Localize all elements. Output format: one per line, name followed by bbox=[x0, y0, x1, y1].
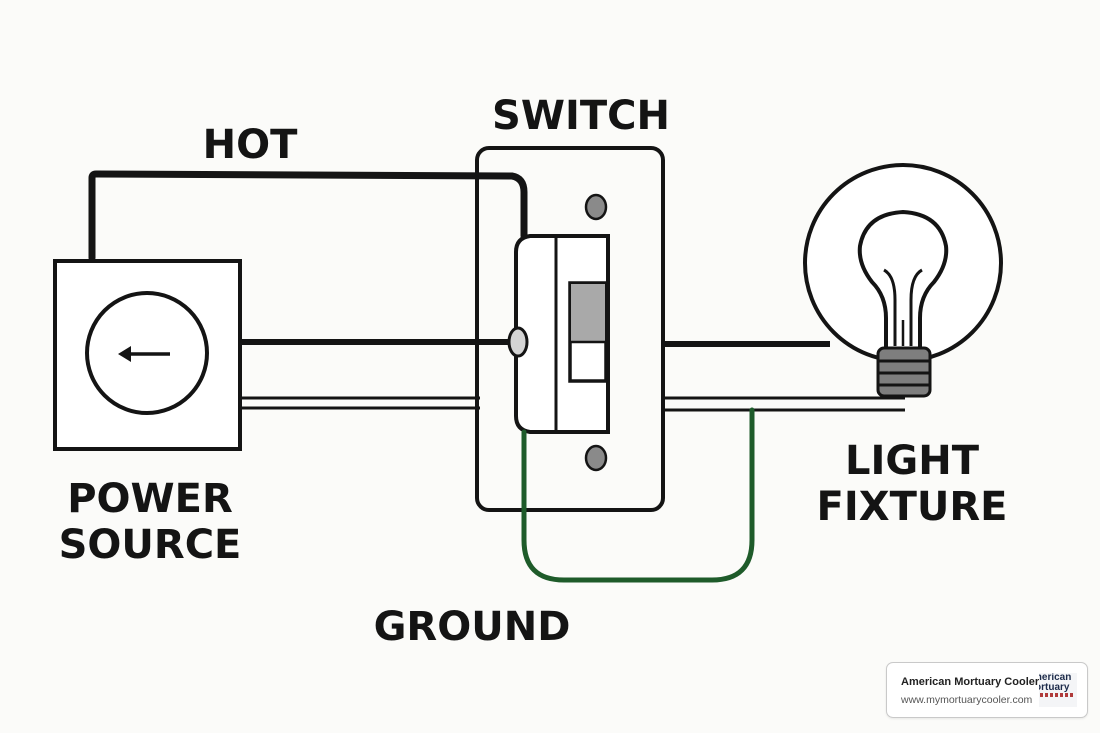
logo-line2: ortuary bbox=[1039, 682, 1070, 693]
switch-screw-top bbox=[584, 193, 608, 221]
badge-url: www.mymortuarycooler.com bbox=[901, 694, 1033, 706]
switch-label: SWITCH bbox=[492, 93, 670, 139]
switch-screw-bottom bbox=[584, 444, 608, 472]
logo-line1: merican bbox=[1039, 673, 1072, 683]
switch-plate bbox=[475, 146, 665, 512]
ground-wire bbox=[521, 407, 755, 583]
switch-body bbox=[514, 234, 610, 434]
toggle-lever bbox=[571, 284, 605, 342]
ground-label: GROUND bbox=[374, 604, 571, 650]
switch-to-light-cable bbox=[663, 341, 905, 412]
power-to-switch-cable bbox=[240, 339, 512, 410]
arrow-left-icon bbox=[118, 346, 170, 362]
light-bulb-icon bbox=[803, 163, 1003, 398]
badge-company-name: American Mortuary Coolers bbox=[901, 676, 1046, 688]
company-logo-icon: merican ortuary bbox=[1039, 673, 1077, 707]
power-source-label-line2: SOURCE bbox=[59, 522, 242, 568]
hot-wire bbox=[88, 170, 528, 262]
watermark-badge: American Mortuary Coolers www.mymortuary… bbox=[886, 662, 1088, 718]
switch-terminal-screw bbox=[507, 326, 529, 358]
light-fixture-label-line1: LIGHT bbox=[845, 438, 980, 484]
light-fixture-label-line2: FIXTURE bbox=[817, 484, 1008, 530]
hot-label: HOT bbox=[203, 122, 298, 168]
power-source-box bbox=[53, 259, 242, 451]
logo-tagline-graphic bbox=[1039, 693, 1075, 697]
power-source-label-line1: POWER bbox=[67, 476, 233, 522]
